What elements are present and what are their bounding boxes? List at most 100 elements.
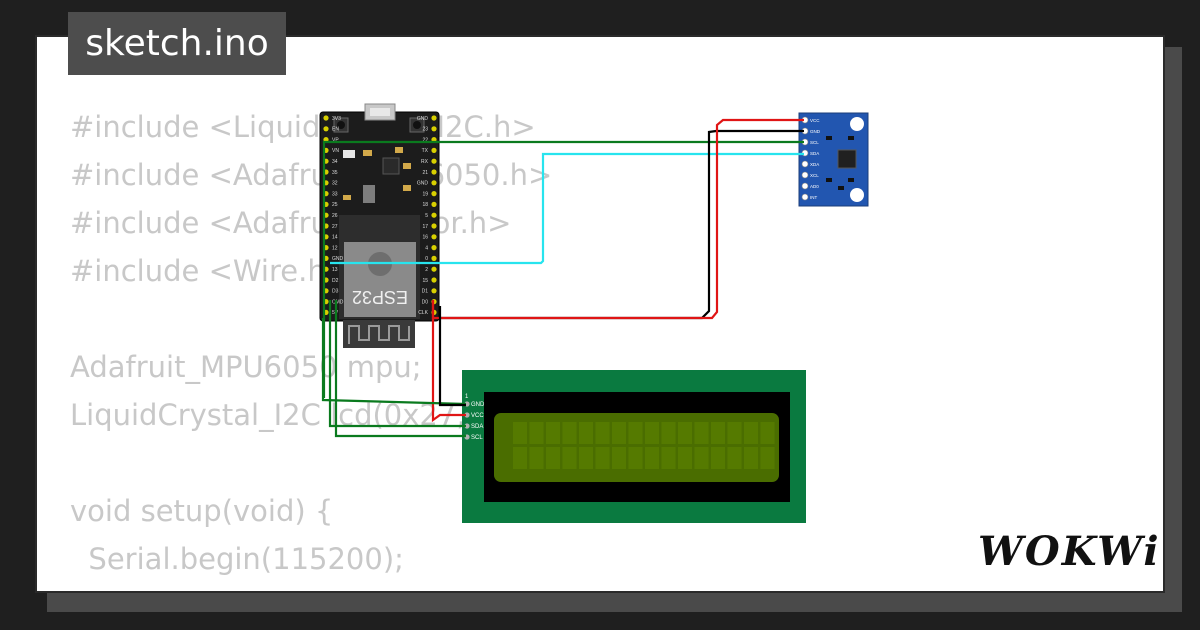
esp32-pin[interactable] — [431, 201, 437, 207]
esp32-board[interactable]: ESP32 3V3ENVPVN343532332526271412GND13D2… — [319, 103, 440, 348]
esp32-pin-label: 26 — [332, 213, 338, 219]
lcd-pin[interactable] — [464, 423, 470, 429]
lcd-cell — [628, 447, 643, 469]
wire-red-vcc[interactable] — [431, 300, 466, 423]
esp32-pin[interactable] — [431, 266, 437, 272]
esp32-pin-label: 16 — [422, 235, 428, 241]
lcd-cell — [513, 422, 527, 444]
esp32-pin[interactable] — [431, 169, 437, 175]
esp32-pin[interactable] — [323, 115, 329, 121]
esp32-pin[interactable] — [431, 126, 437, 132]
esp32-pin-label: 35 — [332, 170, 338, 176]
esp32-pin-label: GND — [332, 256, 344, 262]
esp32-pin[interactable] — [431, 147, 437, 153]
esp32-pin[interactable] — [431, 180, 437, 186]
esp32-pin-label: TX — [422, 148, 429, 154]
wire-green-lcd-4[interactable] — [334, 300, 466, 438]
mpu-pin-label: SDA — [810, 151, 819, 156]
lcd-pin-label: SCL — [471, 435, 483, 441]
mpu-pin-label: XCL — [810, 173, 819, 178]
esp32-pin[interactable] — [431, 245, 437, 251]
lcd-pin-label: SDA — [471, 424, 483, 430]
lcd-pin-label: VCC — [471, 413, 484, 419]
esp32-pin-label: D2 — [332, 278, 339, 284]
lcd-cell — [678, 422, 692, 444]
lcd-cell — [612, 422, 626, 444]
mpu-pin-label: AD0 — [810, 184, 819, 189]
mpu-pin-label: INT — [810, 195, 818, 200]
mpu-pin[interactable] — [801, 171, 809, 179]
wire-cyan-sda[interactable] — [330, 152, 804, 265]
esp32-pin[interactable] — [431, 191, 437, 197]
filename-tab[interactable]: sketch.ino — [68, 12, 286, 75]
esp32-pin-label: 34 — [332, 159, 338, 165]
lcd-cell — [727, 447, 742, 469]
esp32-pin-label: 27 — [332, 224, 338, 230]
lcd-cell — [513, 447, 527, 469]
esp32-pin-label: 5 — [425, 213, 428, 219]
esp32-pin-label: 15 — [422, 278, 428, 284]
lcd-pin[interactable] — [464, 412, 470, 418]
mpu-pin-label: SCL — [810, 140, 819, 145]
esp32-pin[interactable] — [431, 288, 437, 294]
mpu-pin-label: VCC — [810, 118, 820, 123]
code-line: lcd.init(); — [70, 583, 570, 591]
esp32-pin-label: CMD — [332, 299, 344, 305]
esp32-pin[interactable] — [431, 234, 437, 240]
esp32-pin[interactable] — [431, 277, 437, 283]
wire-green-lcd-3[interactable] — [328, 300, 466, 428]
esp32-pin-label: 18 — [422, 202, 428, 208]
esp32-pin[interactable] — [431, 223, 437, 229]
esp32-pin-label: D0 — [422, 299, 429, 305]
esp32-pin[interactable] — [431, 158, 437, 164]
lcd-pin-label: GND — [471, 402, 485, 408]
lcd-cell — [727, 422, 742, 444]
esp32-pin-label: 12 — [332, 245, 338, 251]
esp32-pin-label: 23 — [422, 127, 428, 133]
esp32-pin-label: EN — [332, 127, 339, 133]
mpu-pin[interactable] — [801, 182, 809, 190]
esp32-pin-label: 25 — [332, 202, 338, 208]
preview-card: #include <LiquidCrystal_I2C.h>#include <… — [35, 35, 1165, 593]
esp32-pin-label: 4 — [425, 245, 428, 251]
esp32-pin-label: VN — [332, 148, 339, 154]
esp32-pin-label: 17 — [422, 224, 428, 230]
wire-black-lcd-gnd[interactable] — [438, 306, 466, 407]
esp32-pin-label: 2 — [425, 267, 428, 273]
lcd-cell — [645, 422, 659, 444]
wire-red-vcc-mpu[interactable] — [431, 118, 804, 320]
esp32-pin-label: GND — [417, 181, 429, 187]
lcd-cell — [645, 447, 659, 469]
lcd-cell — [529, 422, 544, 444]
lcd-cell — [661, 447, 676, 469]
lcd-cell — [562, 422, 577, 444]
lcd-cell — [579, 447, 593, 469]
lcd-cell — [744, 447, 758, 469]
esp32-pin[interactable] — [323, 126, 329, 132]
esp32-pin[interactable] — [431, 255, 437, 261]
lcd-cell — [595, 447, 610, 469]
mpu-pin[interactable] — [801, 193, 809, 201]
esp32-module-label: ESP32 — [352, 287, 408, 307]
wire-black-gnd[interactable] — [433, 129, 804, 320]
esp32-pin-label: 32 — [332, 181, 338, 187]
wire-green-lcd-2[interactable] — [322, 140, 330, 398]
lcd-cell — [546, 447, 560, 469]
esp32-pin-label: D3 — [332, 289, 339, 295]
lcd-cell — [546, 422, 560, 444]
esp32-pin[interactable] — [431, 115, 437, 121]
mpu-pin-label: GND — [810, 129, 821, 134]
lcd-cell — [678, 447, 692, 469]
esp32-pin[interactable] — [431, 212, 437, 218]
esp32-pin-label: 13 — [332, 267, 338, 273]
lcd-cell — [711, 422, 725, 444]
esp32-pin-label: 19 — [422, 191, 428, 197]
lcd-cell — [760, 447, 775, 469]
esp32-pin-label: GND — [417, 116, 429, 122]
lcd-cell — [744, 422, 758, 444]
mpu-pin[interactable] — [801, 160, 809, 168]
